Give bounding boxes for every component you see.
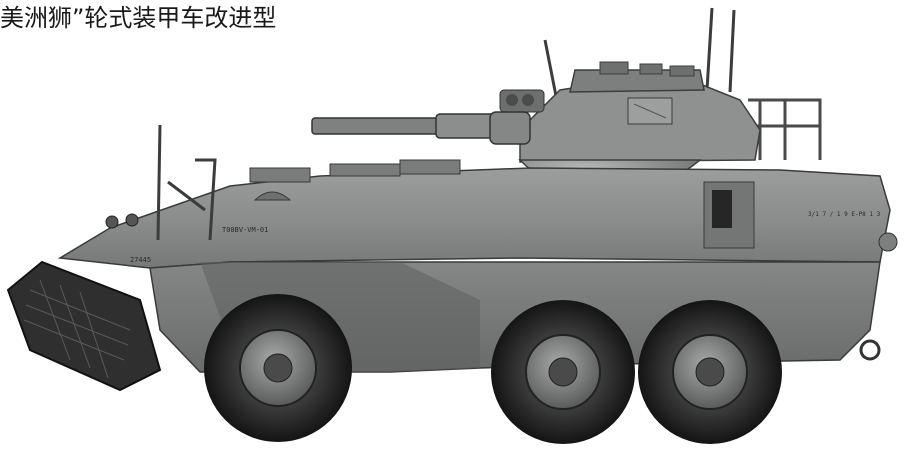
wheel-2 bbox=[491, 300, 635, 444]
hull-marking-rear: 3/1 7 / 1 9 E-P8 1 3 bbox=[808, 211, 881, 218]
wheel-1 bbox=[204, 294, 352, 442]
hull-marking-front: 27445 bbox=[130, 256, 151, 264]
wheel-3 bbox=[638, 300, 782, 444]
figure-caption: 美洲狮”轮式装甲车改进型 bbox=[0, 4, 277, 32]
turret bbox=[499, 61, 761, 201]
main-gun bbox=[311, 111, 531, 145]
trim-vane bbox=[6, 260, 162, 392]
front-frame bbox=[156, 124, 217, 241]
antennas bbox=[543, 7, 736, 97]
hull-marking-side: T00BV-VM-01 bbox=[222, 226, 268, 234]
